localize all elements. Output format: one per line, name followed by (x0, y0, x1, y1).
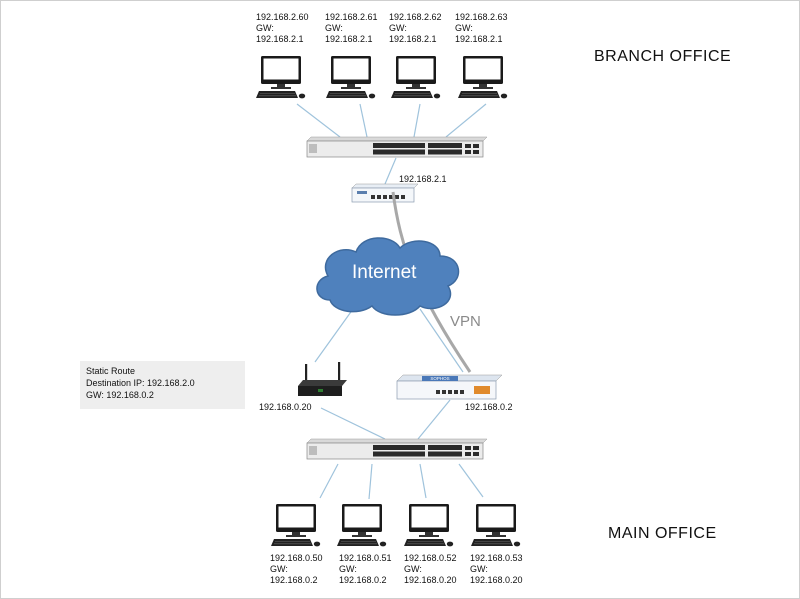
host-ip: 192.168.0.50 (270, 553, 323, 563)
host-ip: 192.168.0.52 (404, 553, 457, 563)
branch-pc-1-icon (255, 55, 306, 99)
host-gw: 192.168.2.1 (455, 34, 503, 44)
main-host-label: 192.168.0.51 GW: 192.168.0.2 (339, 553, 392, 586)
internet-label: Internet (352, 262, 417, 283)
branch-host-label: 192.168.2.62 GW: 192.168.2.1 (389, 12, 442, 45)
main-host-label: 192.168.0.50 GW: 192.168.0.2 (270, 553, 323, 586)
main-links (319, 399, 484, 500)
host-gw: 192.168.0.20 (470, 575, 523, 585)
host-gw-label: GW: (325, 23, 343, 33)
host-gw: 192.168.0.2 (339, 575, 387, 585)
main-firewall-icon (396, 374, 503, 400)
main-pc-4-icon (470, 503, 521, 547)
host-gw-label: GW: (404, 564, 422, 574)
main-pc-3-icon (403, 503, 454, 547)
internet-cloud-icon (316, 237, 460, 316)
branch-host-label: 192.168.2.63 GW: 192.168.2.1 (455, 12, 508, 45)
main-firewall-ip: 192.168.0.2 (465, 402, 513, 412)
host-gw-label: GW: (455, 23, 473, 33)
host-gw: 192.168.0.2 (270, 575, 318, 585)
branch-pc-4-icon (457, 55, 508, 99)
main-office-title: MAIN OFFICE (608, 525, 717, 542)
static-route-title: Static Route (86, 366, 136, 376)
branch-host-label: 192.168.2.60 GW: 192.168.2.1 (256, 12, 309, 45)
host-gw: 192.168.0.20 (404, 575, 457, 585)
branch-links (296, 103, 487, 185)
host-ip: 192.168.2.63 (455, 12, 508, 22)
main-host-label: 192.168.0.52 GW: 192.168.0.20 (404, 553, 457, 586)
host-ip: 192.168.2.60 (256, 12, 309, 22)
vpn-label: VPN (450, 313, 481, 330)
main-switch-icon (306, 438, 488, 460)
main-pc-2-icon (336, 503, 387, 547)
main-host-label: 192.168.0.53 GW: 192.168.0.20 (470, 553, 523, 586)
host-gw: 192.168.2.1 (325, 34, 373, 44)
host-ip: 192.168.2.62 (389, 12, 442, 22)
static-route-gateway: GW: 192.168.0.2 (86, 390, 154, 400)
static-route-destination: Destination IP: 192.168.2.0 (86, 378, 195, 388)
host-ip: 192.168.2.61 (325, 12, 378, 22)
host-gw: 192.168.2.1 (256, 34, 304, 44)
static-route-note: Static Route Destination IP: 192.168.2.0… (80, 361, 245, 409)
internet-links (314, 308, 464, 373)
host-gw: 192.168.2.1 (389, 34, 437, 44)
host-ip: 192.168.0.53 (470, 553, 523, 563)
branch-firewall-ip: 192.168.2.1 (399, 174, 447, 184)
branch-host-label: 192.168.2.61 GW: 192.168.2.1 (325, 12, 378, 45)
branch-pc-3-icon (390, 55, 441, 99)
host-gw-label: GW: (470, 564, 488, 574)
sophos-brand-text: SOPHOS (430, 376, 449, 381)
wireless-router-icon (298, 362, 347, 396)
host-gw-label: GW: (339, 564, 357, 574)
host-ip: 192.168.0.51 (339, 553, 392, 563)
main-pc-1-icon (270, 503, 321, 547)
router-ip: 192.168.0.20 (259, 402, 312, 412)
host-gw-label: GW: (270, 564, 288, 574)
branch-switch-icon (306, 136, 488, 158)
branch-pc-2-icon (325, 55, 376, 99)
host-gw-label: GW: (389, 23, 407, 33)
host-gw-label: GW: (256, 23, 274, 33)
branch-office-title: BRANCH OFFICE (594, 48, 732, 65)
branch-firewall-icon (351, 183, 419, 203)
